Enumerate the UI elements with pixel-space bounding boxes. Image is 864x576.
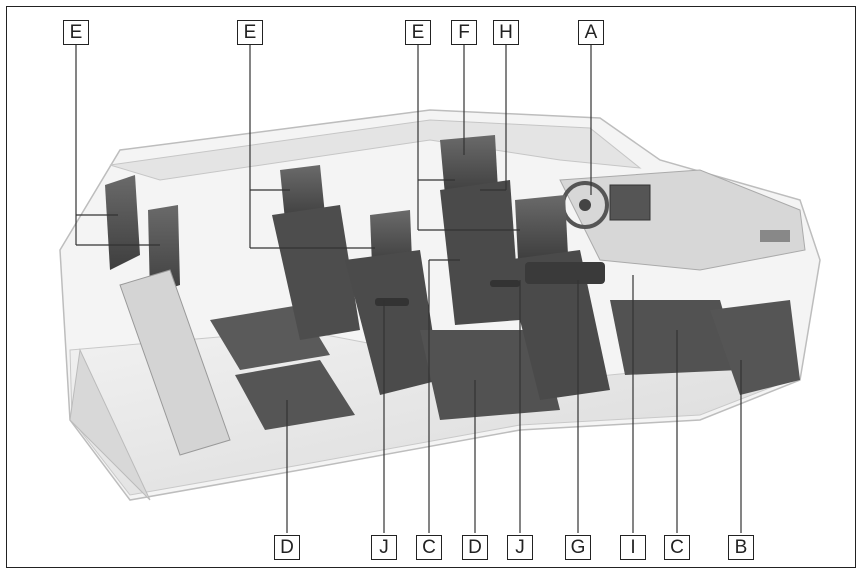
callout-g: G (565, 535, 591, 560)
callout-j-second-row: J (371, 535, 397, 560)
callout-i: I (620, 535, 646, 560)
callout-c-second-row: C (416, 535, 442, 560)
callout-h: H (493, 20, 519, 45)
callout-c-front-row: C (664, 535, 690, 560)
callout-a: A (578, 20, 604, 45)
callout-f: F (451, 20, 477, 45)
callout-e-third-row: E (63, 20, 89, 45)
callout-d-second-row: D (462, 535, 488, 560)
callout-e-second-row: E (237, 20, 263, 45)
callout-j-front-row: J (507, 535, 533, 560)
callout-d-third-row: D (274, 535, 300, 560)
callout-b: B (728, 535, 754, 560)
callout-e-front-row: E (405, 20, 431, 45)
